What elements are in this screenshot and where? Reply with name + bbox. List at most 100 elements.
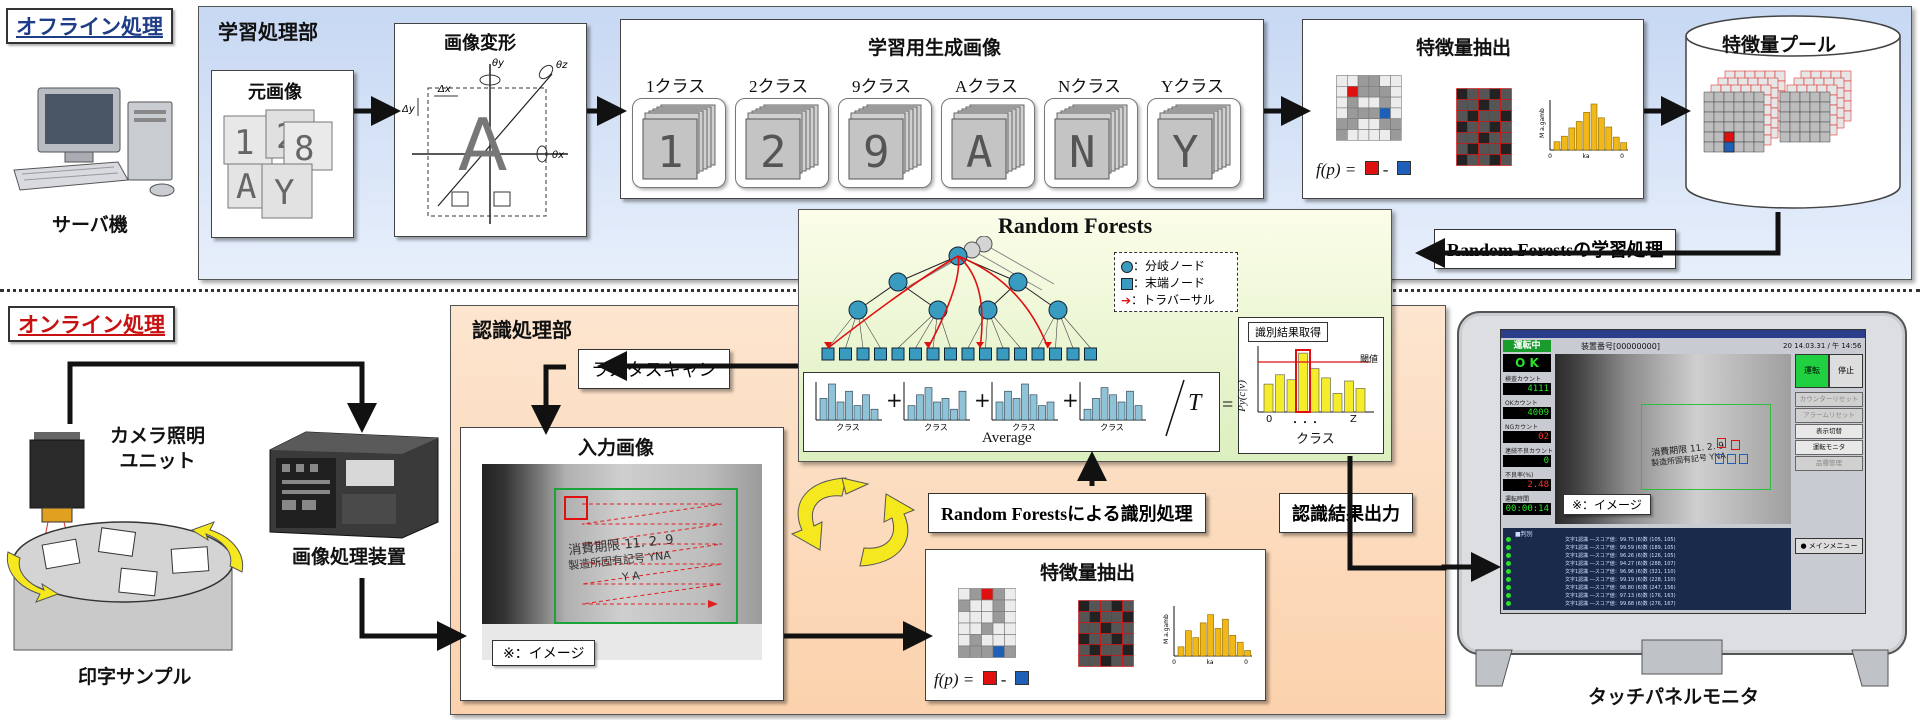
online-feature-title: 特徴量抽出 (1040, 562, 1136, 584)
rf-plus-0: + (886, 388, 903, 412)
rf-result-tickz: Z (1350, 414, 1357, 425)
input-image-roi (554, 488, 738, 624)
offline-formula-red-square (1364, 161, 1379, 175)
svg-text:ka: ka (1582, 153, 1589, 160)
rf-legend-branch: ：分岐ノード (1121, 257, 1205, 274)
rf-result-title: 識別結果取得 (1255, 326, 1321, 339)
monitor-count-value-3: 0 (1503, 455, 1551, 467)
online-section-label: オンライン処理 (8, 306, 175, 342)
monitor-count-value-1: 4009 (1503, 407, 1551, 419)
class-card-2: 9 (838, 98, 932, 188)
rf-legend-traversal: ➔：トラバーサル (1121, 293, 1215, 308)
processor-label: 画像処理装置 (292, 546, 407, 568)
rf-tree-histogram-2: クラス (991, 382, 1058, 432)
monitor-count-value-4: 2.48 (1503, 479, 1551, 491)
generated-images-title: 学習用生成画像 (868, 37, 1002, 59)
svg-text:クラス: クラス (924, 423, 948, 432)
svg-text:A: A (236, 167, 256, 207)
input-image-print-3: Y A (621, 569, 641, 584)
monitor-count-value-0: 4111 (1503, 383, 1551, 395)
rf-tree-histogram-1: クラス (903, 382, 970, 432)
rf-tree-histogram-3: クラス (1079, 382, 1146, 432)
svg-text:ka: ka (1206, 659, 1213, 666)
rf-divisor: T (1188, 390, 1202, 416)
original-image-glyphs: 1 2 8 A Y (223, 109, 333, 219)
online-formula: f(p) = - (934, 670, 1029, 690)
class-card-4: N (1044, 98, 1138, 188)
monitor-count-label-5: 運転時間 (1505, 496, 1530, 503)
transform-label: 画像変形 (444, 33, 516, 54)
online-formula-dash: - (1000, 670, 1007, 689)
svg-text:クラス: クラス (836, 423, 860, 432)
input-image-scan-window (564, 496, 588, 520)
monitor-detect-4 (1727, 454, 1736, 464)
monitor-log-dot-4 (1506, 569, 1511, 574)
monitor-side-button-3[interactable]: 運転モニタ (1795, 440, 1863, 455)
monitor-log-row-6: 文字1認識 ―スコア値：98.80 (6)数 (247, 156) (1565, 585, 1676, 591)
server-computer-icon (13, 87, 175, 197)
original-image-label: 元画像 (248, 82, 302, 103)
monitor-count-value-2: 02 (1503, 431, 1551, 443)
svg-text:θy: θy (492, 58, 505, 69)
svg-text:Δy: Δy (402, 104, 416, 115)
rf-plus-1: + (974, 388, 991, 412)
monitor-note: ※：イメージ (1563, 494, 1651, 515)
online-feature-grid-red (1078, 600, 1134, 667)
class-label-1: 2クラス (749, 77, 809, 96)
svg-text:Δx: Δx (437, 84, 451, 95)
monitor-count-label-0: 検査カウント (1505, 376, 1542, 383)
monitor-menu-button[interactable]: ● メインメニュー (1795, 538, 1863, 554)
monitor-log-panel: ■判別 文字1認識 ―スコア値：99.75 (6)数 (105, 105)文字1… (1503, 528, 1791, 610)
random-forests-trees (821, 236, 1097, 361)
monitor-count-label-3: 連続不良カウント (1505, 448, 1554, 455)
class-glyph-5: Y (1172, 127, 1199, 178)
monitor-log-row-4: 文字1認識 ―スコア値：96.96 (6)数 (321, 110) (1565, 569, 1676, 575)
monitor-detect-1 (1717, 438, 1726, 448)
server-label: サーバ機 (52, 214, 128, 236)
monitor-detect-5 (1739, 454, 1748, 464)
class-glyph-3: A (966, 127, 993, 178)
monitor-side-button-0[interactable]: カウンターリセット (1795, 392, 1863, 407)
class-card-3: A (941, 98, 1035, 188)
svg-text:クラス: クラス (1012, 423, 1036, 432)
class-label-3: Aクラス (955, 77, 1018, 96)
offline-feature-grid (1336, 75, 1402, 141)
monitor-log-dot-1 (1506, 545, 1511, 550)
rf-legend-box: ：分岐ノード ：末端ノード ➔：トラバーサル (1114, 252, 1238, 312)
offline-formula: f(p) = - (1316, 160, 1411, 180)
monitor-log-row-3: 文字1認識 ―スコア値：94.27 (6)数 (288, 107) (1565, 561, 1676, 567)
monitor-run-button[interactable]: 運転 (1795, 354, 1829, 388)
class-card-0: 1 (632, 98, 726, 188)
image-processor-icon (269, 431, 439, 539)
monitor-running: 運転中 (1513, 341, 1541, 351)
feature-pool-label: 特徴量プール (1722, 34, 1837, 56)
online-region-title: 認識処理部 (472, 318, 572, 342)
monitor-log-row-5: 文字1認識 ―スコア値：99.19 (6)数 (228, 110) (1565, 577, 1676, 583)
monitor-log-dot-6 (1506, 585, 1511, 590)
rf-py-label: Py(c|v) (1235, 380, 1248, 412)
monitor-stop-label: 停止 (1838, 366, 1854, 375)
rf-legend-leaf: ：末端ノード (1121, 274, 1205, 291)
class-label-2: 9クラス (852, 77, 912, 96)
rf-divide-slash (1165, 379, 1185, 437)
offline-feature-grid-red (1456, 88, 1512, 166)
monitor-side-button-4[interactable]: 品種管理 (1795, 456, 1863, 471)
rf-plus-2: + (1062, 388, 1079, 412)
class-glyph-2: 9 (863, 127, 890, 178)
monitor-side-button-2[interactable]: 表示切替 (1795, 424, 1863, 439)
input-image-scan-path (581, 503, 723, 608)
class-glyph-0: 1 (657, 127, 684, 178)
monitor-side-button-1[interactable]: アラームリセット (1795, 408, 1863, 423)
rf-legend-branch-label: ：分岐ノード (1133, 259, 1206, 273)
class-card-5: Y (1147, 98, 1241, 188)
class-label-4: Nクラス (1058, 77, 1121, 96)
monitor-stop-button[interactable]: 停止 (1829, 354, 1863, 388)
online-formula-red-square (982, 671, 997, 685)
monitor-ok: O K (1515, 356, 1539, 370)
rf-legend-leaf-label: ：末端ノード (1133, 276, 1206, 290)
svg-text:θx: θx (552, 150, 564, 161)
svg-text:0: 0 (1172, 659, 1176, 666)
input-image-photo: 消費期限 11. 2. 9 製造所固有記号 YNA Y A (482, 464, 762, 660)
offline-feature-title: 特徴量抽出 (1416, 37, 1512, 59)
